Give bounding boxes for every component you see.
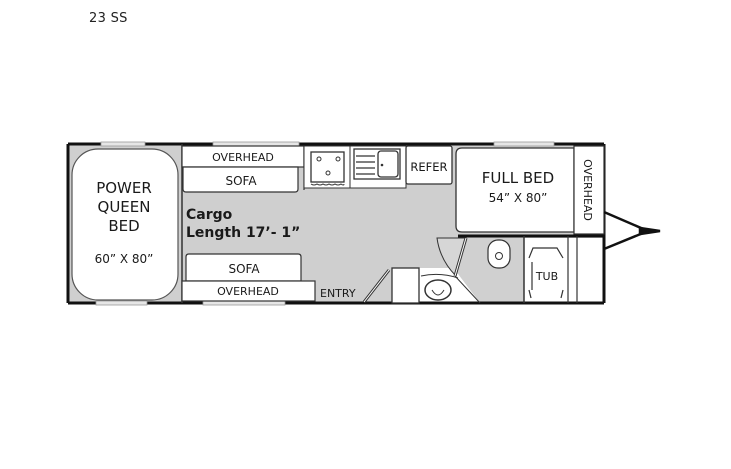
sofa-top-label: SOFA xyxy=(225,174,257,188)
queen-bed-size: 60” X 80” xyxy=(95,252,154,266)
tub-icon xyxy=(528,247,564,299)
bathroom-sink-icon xyxy=(420,273,459,301)
cargo-label: Cargo xyxy=(186,207,233,223)
windows xyxy=(95,141,555,306)
model-title: 23 SS xyxy=(89,11,128,26)
refer-label: REFER xyxy=(410,160,447,174)
full-bed xyxy=(455,147,575,233)
sink-icon xyxy=(349,145,407,189)
entry-cabinet xyxy=(391,267,420,304)
entry-label: ENTRY xyxy=(320,287,356,300)
tub-label: TUB xyxy=(535,270,558,283)
overhead-bottom xyxy=(181,280,316,302)
overhead-front xyxy=(573,145,605,235)
stove-icon xyxy=(303,145,351,189)
overhead-bottom-label: OVERHEAD xyxy=(217,285,279,298)
sofa-bottom-label: SOFA xyxy=(228,262,260,276)
toilet-icon xyxy=(487,239,511,269)
queen-bed-label-2: QUEEN xyxy=(98,198,151,216)
trailer-hitch xyxy=(603,210,661,251)
full-bed-size: 54” X 80” xyxy=(489,191,548,205)
full-bed-label: FULL BED xyxy=(482,169,554,187)
queen-bed-label-3: BED xyxy=(108,217,139,235)
overhead-top-label: OVERHEAD xyxy=(212,151,274,164)
cargo-length: Length 17’- 1” xyxy=(186,225,300,241)
front-overhead-label: OVERHEAD xyxy=(581,159,594,221)
queen-bed-label-1: POWER xyxy=(96,179,152,197)
refrigerator xyxy=(405,145,453,185)
queen-bed xyxy=(71,148,179,301)
entry-door xyxy=(362,269,391,303)
sofa-top xyxy=(182,166,299,193)
sofa-bottom xyxy=(185,253,302,282)
